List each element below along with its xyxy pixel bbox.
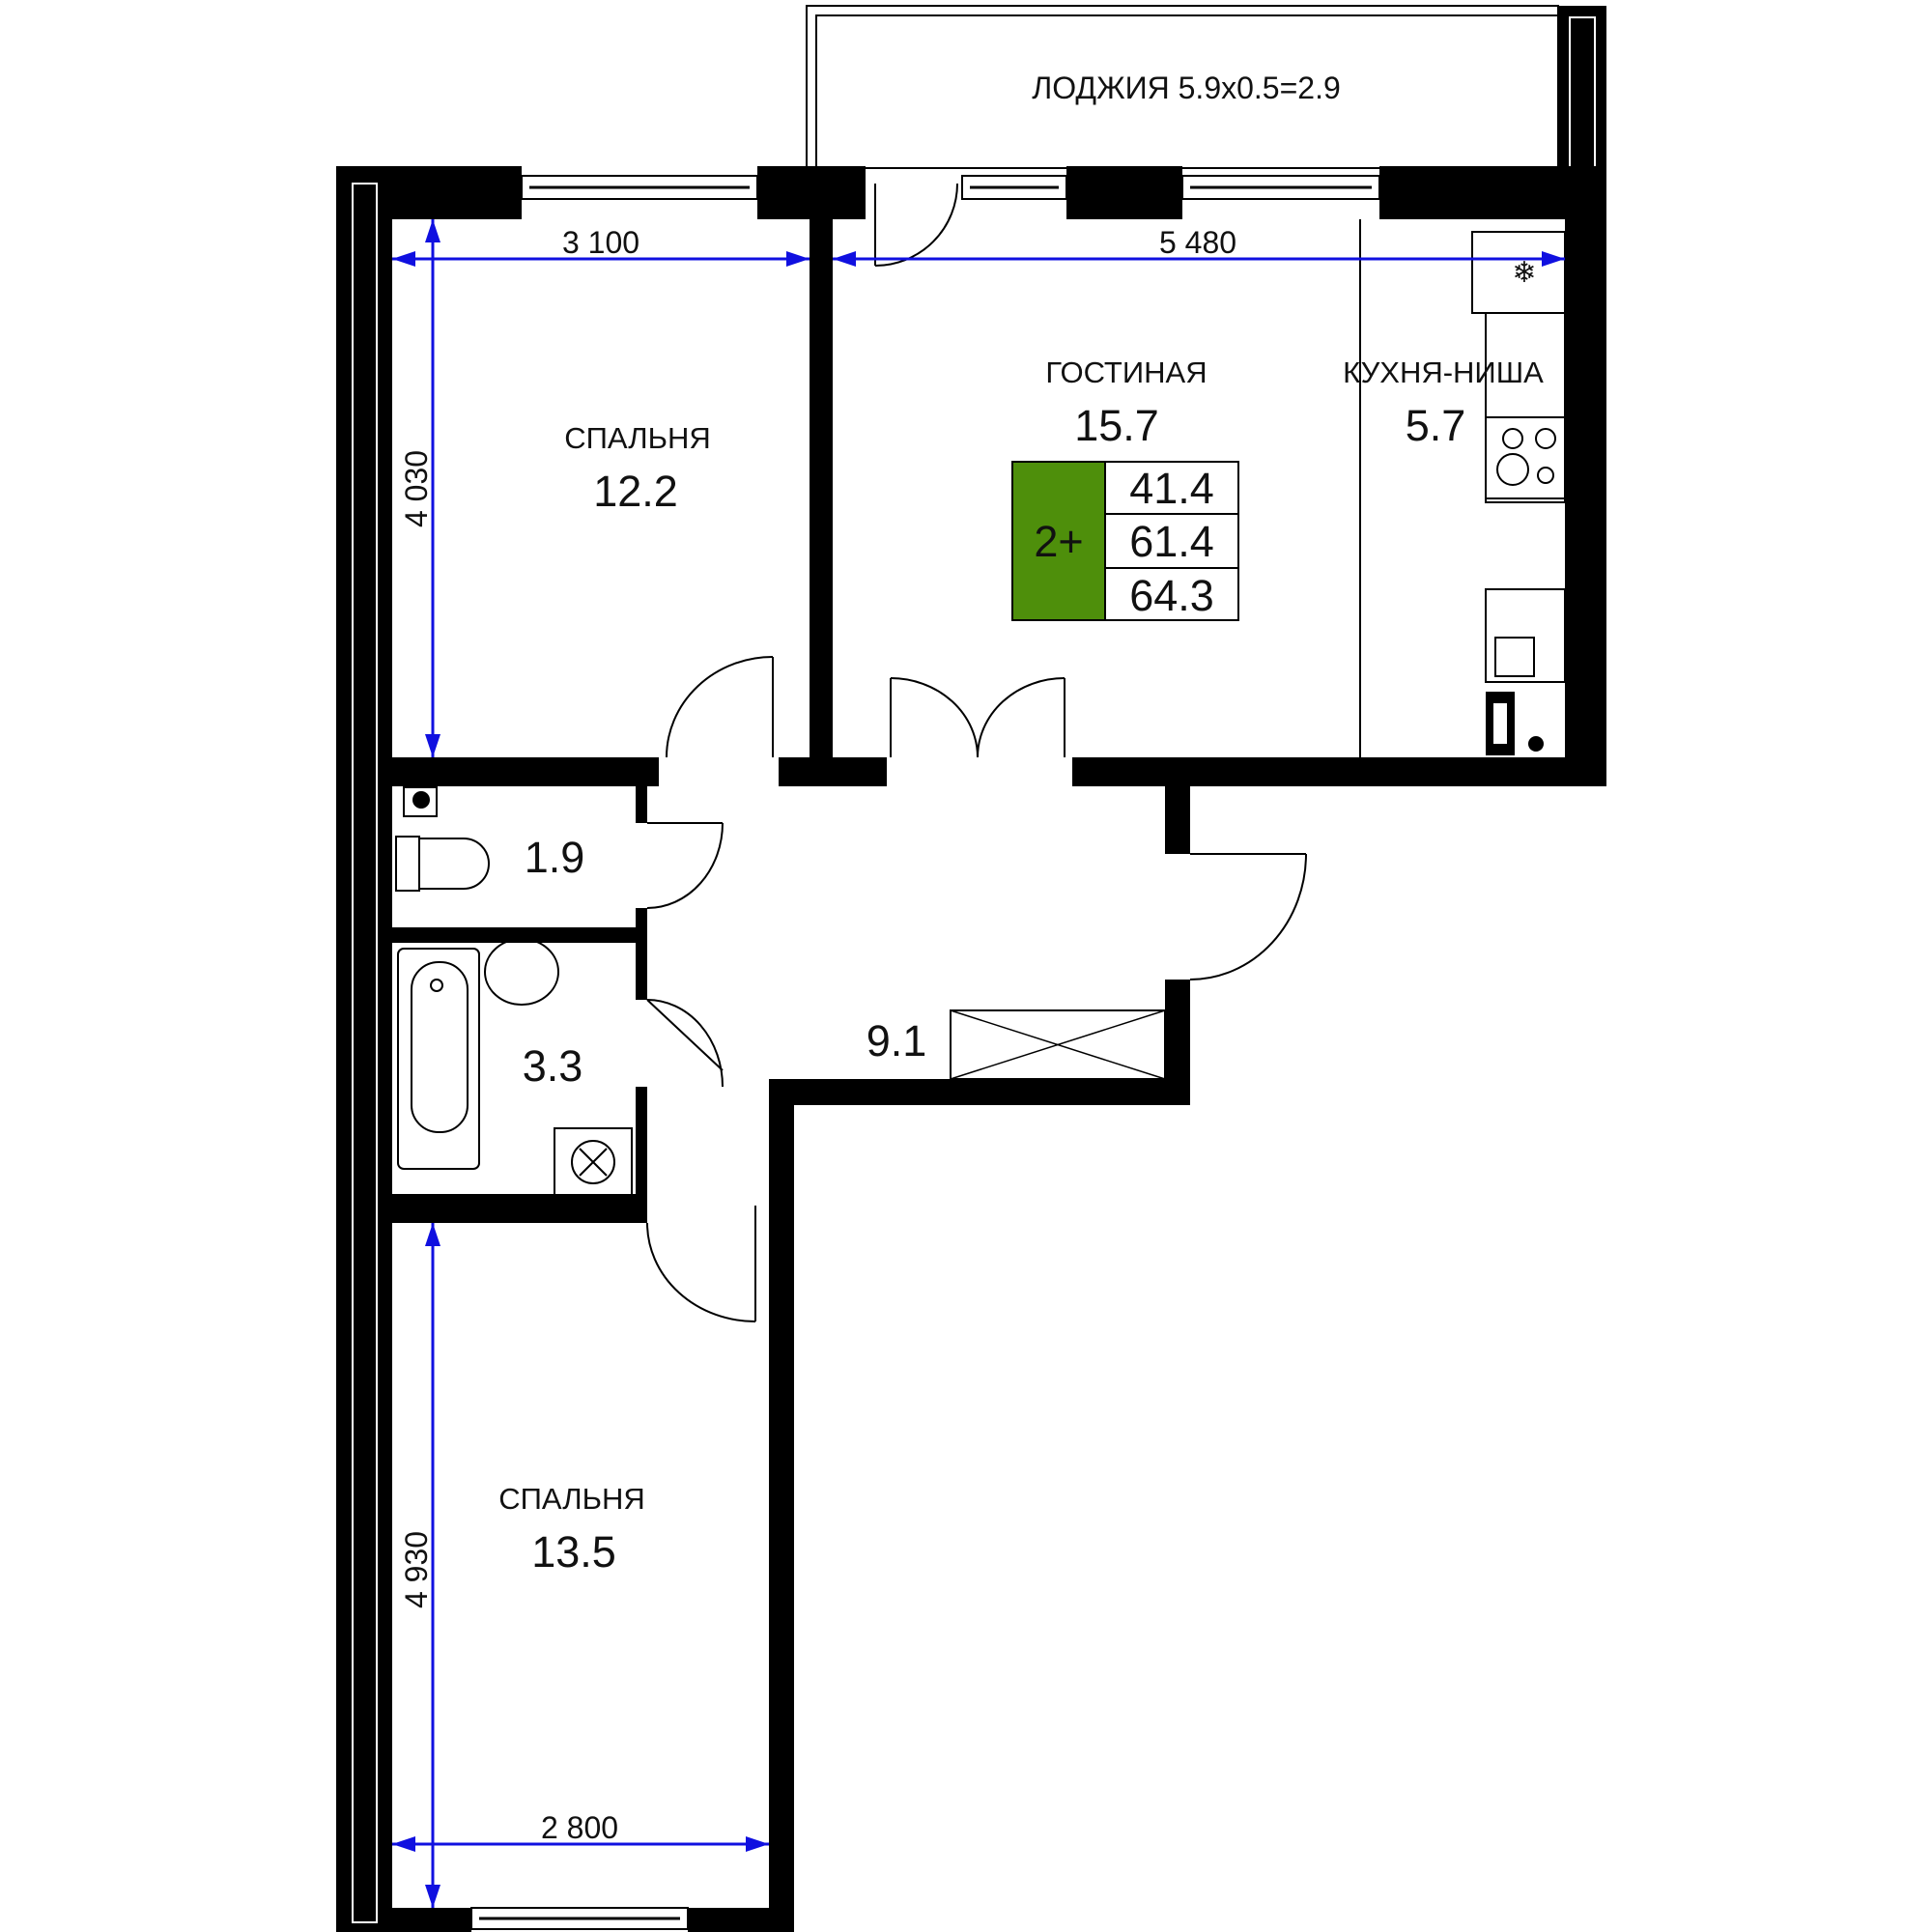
washing-machine-icon [554, 1127, 633, 1197]
snowflake-icon: ❄ [1512, 257, 1536, 289]
bedroom-bottom-name: СПАЛЬНЯ [498, 1482, 645, 1516]
living-area: 15.7 [1074, 401, 1159, 450]
washbasin-icon [484, 938, 559, 1006]
windows [470, 175, 1380, 1930]
living-area-value: 41.4 [1129, 464, 1214, 513]
hall-area: 9.1 [867, 1016, 927, 1065]
kitchen-fixtures: ❄ [1359, 219, 1566, 784]
bedroom-bottom-area: 13.5 [531, 1527, 616, 1577]
rooms-badge [1011, 461, 1106, 621]
bedroom-top-area: 12.2 [593, 467, 678, 516]
loggia-label: ЛОДЖИЯ 5.9х0.5=2.9 [1032, 71, 1341, 105]
rooms-label: 2+ [1034, 517, 1083, 566]
walls [336, 166, 1606, 1932]
bathroom-fixtures [395, 786, 633, 1197]
kitchen-area: 5.7 [1406, 401, 1466, 450]
living-width: 5 480 [1159, 225, 1236, 260]
bathroom-area: 3.3 [523, 1041, 583, 1091]
living-name: ГОСТИНАЯ [1045, 355, 1207, 389]
dimension-lines [392, 219, 1565, 1908]
total-area-value: 61.4 [1129, 517, 1214, 566]
toilet-tank-icon [395, 836, 420, 892]
sink-icon [1485, 588, 1566, 683]
doors [646, 183, 1307, 1322]
bedroom-top-height: 4 030 [399, 450, 434, 527]
bathtub-icon [397, 948, 480, 1170]
area-summary: 2+ 41.4 61.4 64.3 [1011, 461, 1239, 621]
bedroom-bottom-width: 2 800 [541, 1810, 618, 1845]
bedroom-top-width: 3 100 [562, 225, 639, 260]
area-table [1104, 461, 1239, 621]
toilet-area: 1.9 [525, 833, 585, 882]
toilet-icon [418, 838, 490, 890]
stove-icon [1485, 416, 1566, 499]
total-with-loggia-value: 64.3 [1129, 571, 1214, 620]
hall-closet [950, 1009, 1166, 1080]
bedroom-top-name: СПАЛЬНЯ [564, 421, 711, 455]
bedroom-bottom-height: 4 930 [399, 1531, 434, 1608]
kitchen-name: КУХНЯ-НИША [1343, 355, 1544, 389]
loggia [806, 5, 1606, 209]
